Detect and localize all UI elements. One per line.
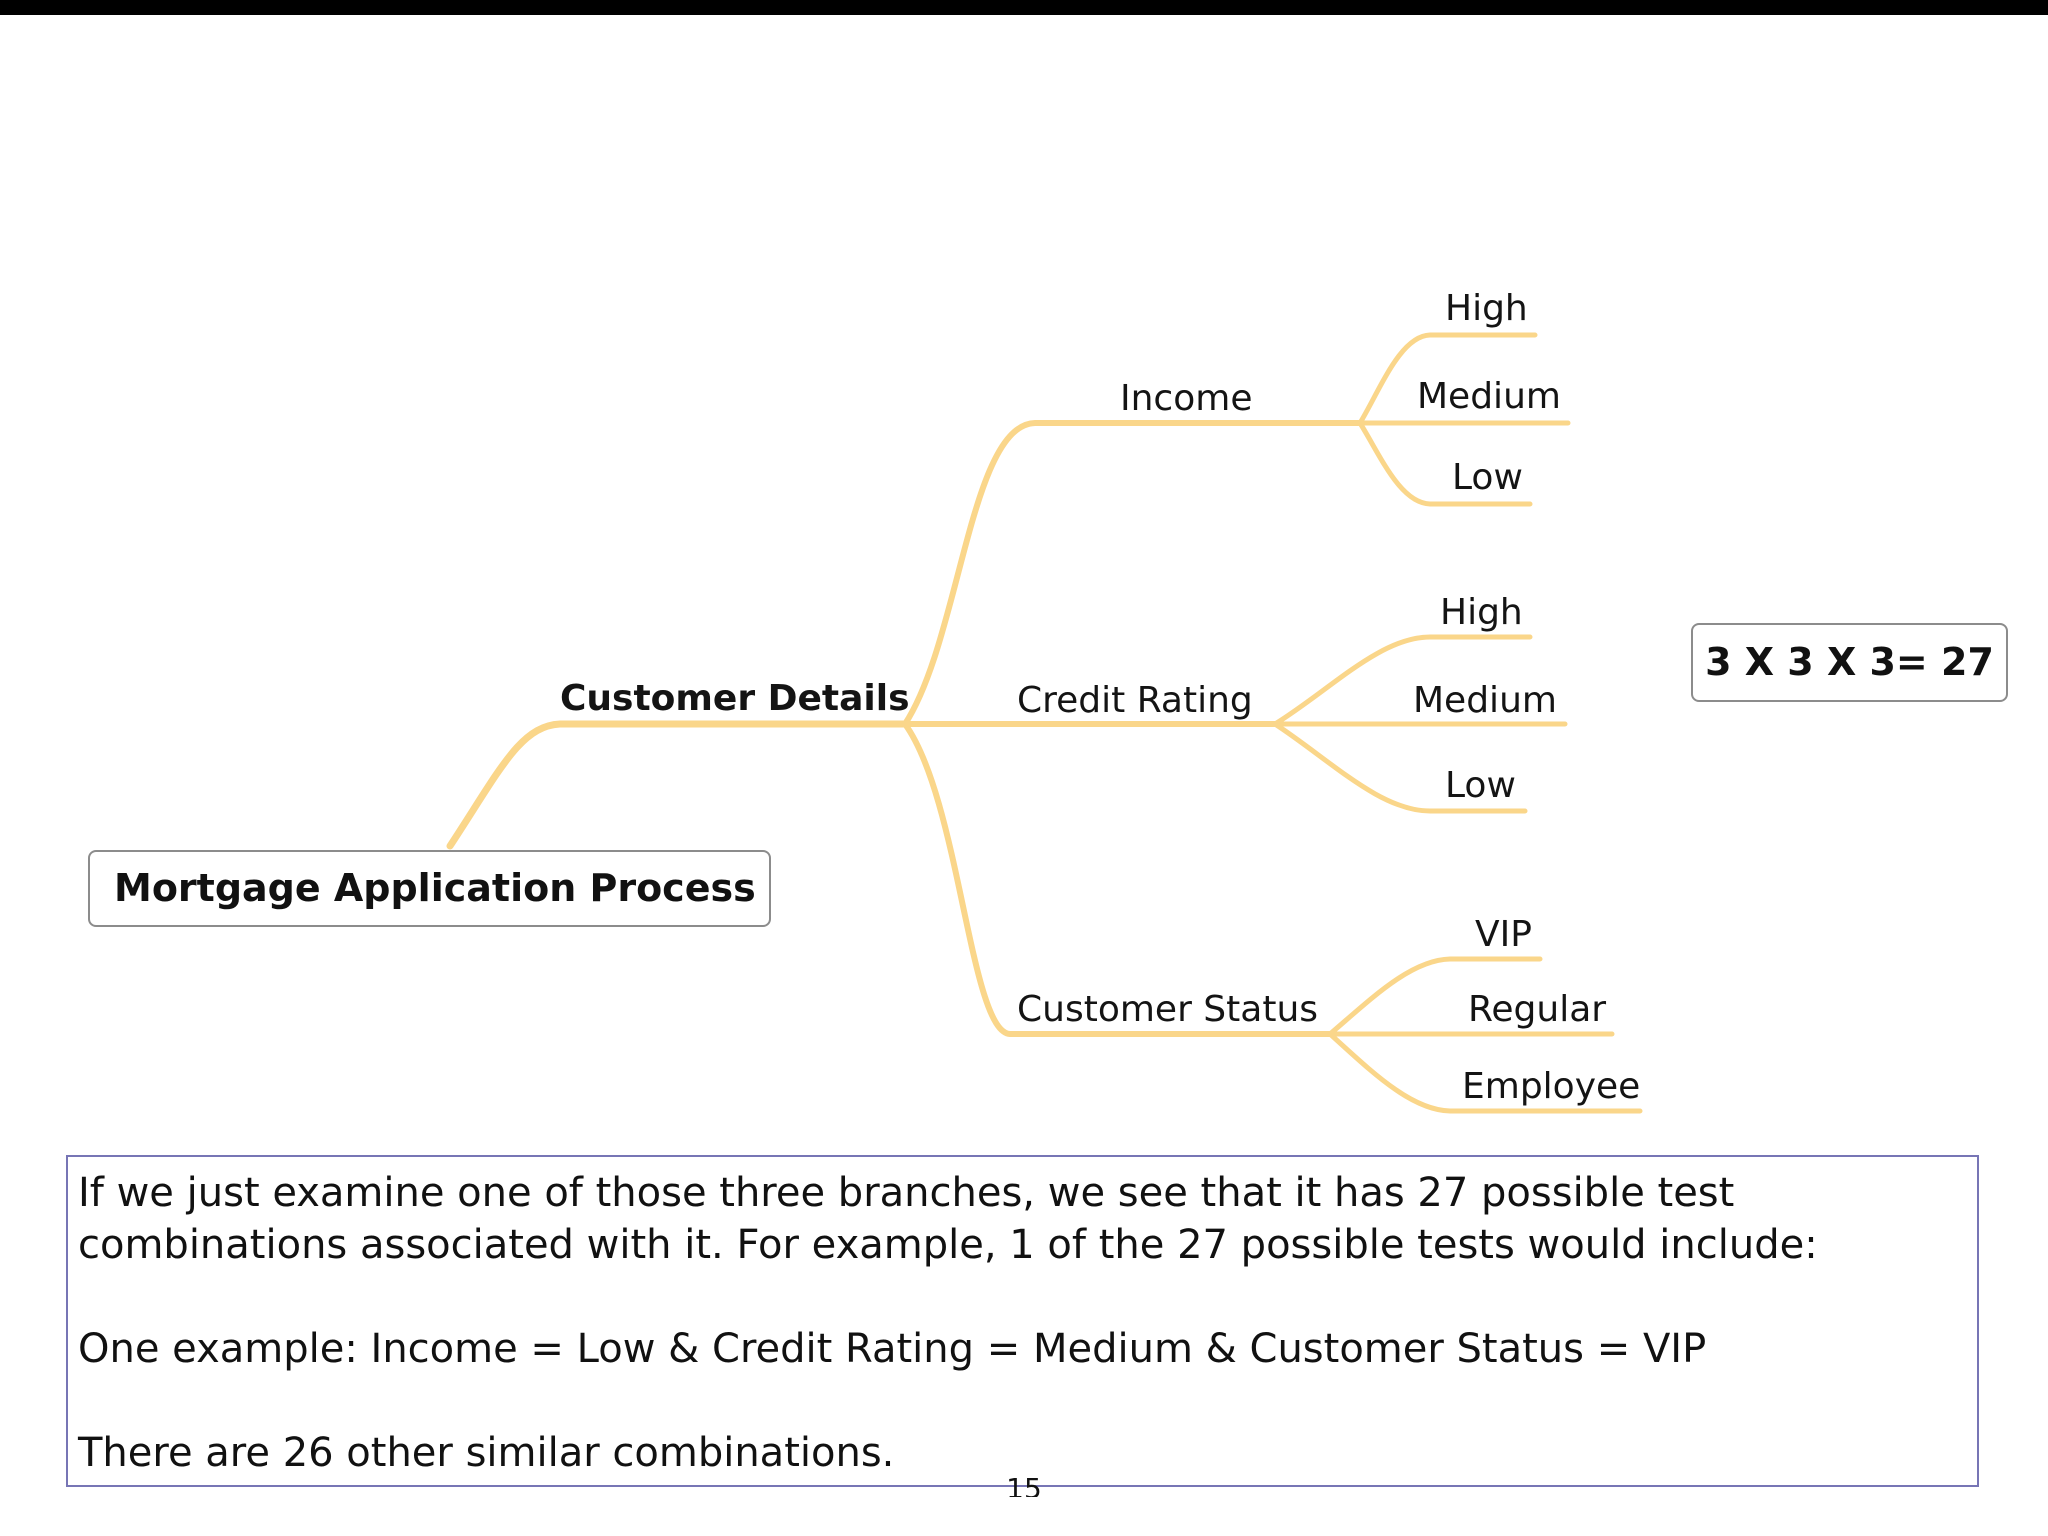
category-label-credit-rating: Credit Rating xyxy=(1017,680,1253,721)
page-number: 15 xyxy=(1006,1475,1042,1497)
option-income-medium: Medium xyxy=(1417,376,1561,417)
option-income-low: Low xyxy=(1452,457,1523,498)
option-status-employee: Employee xyxy=(1462,1066,1640,1107)
note-line-3: One example: Income = Low & Credit Ratin… xyxy=(78,1326,1707,1372)
note-line-2: combinations associated with it. For exa… xyxy=(78,1222,1818,1268)
link-income-low xyxy=(1357,420,1533,507)
branch-label: Customer Details xyxy=(560,678,910,719)
option-status-regular: Regular xyxy=(1468,989,1606,1030)
category-label-income: Income xyxy=(1120,378,1252,419)
root-node: Mortgage Application Process xyxy=(88,850,771,927)
link-root-to-branch xyxy=(446,720,909,850)
link-branch-to-customer-status xyxy=(902,721,1333,1037)
option-credit-low: Low xyxy=(1445,765,1516,806)
category-label-customer-status: Customer Status xyxy=(1017,989,1318,1030)
option-credit-medium: Medium xyxy=(1413,680,1557,721)
option-credit-high: High xyxy=(1440,592,1523,633)
option-status-vip: VIP xyxy=(1475,914,1532,955)
link-status-employee xyxy=(1327,1031,1643,1114)
link-credit-high xyxy=(1272,634,1533,727)
link-income-high xyxy=(1357,332,1538,426)
combination-formula: 3 X 3 X 3= 27 xyxy=(1691,623,2008,702)
note-line-4: There are 26 other similar combinations. xyxy=(78,1430,895,1476)
explanation-note: If we just examine one of those three br… xyxy=(66,1155,1979,1487)
link-status-vip xyxy=(1327,956,1543,1037)
link-credit-low xyxy=(1272,721,1528,814)
top-bar xyxy=(0,0,2048,15)
link-branch-to-income xyxy=(902,420,1363,727)
note-line-1: If we just examine one of those three br… xyxy=(78,1170,1735,1216)
option-income-high: High xyxy=(1445,288,1528,329)
